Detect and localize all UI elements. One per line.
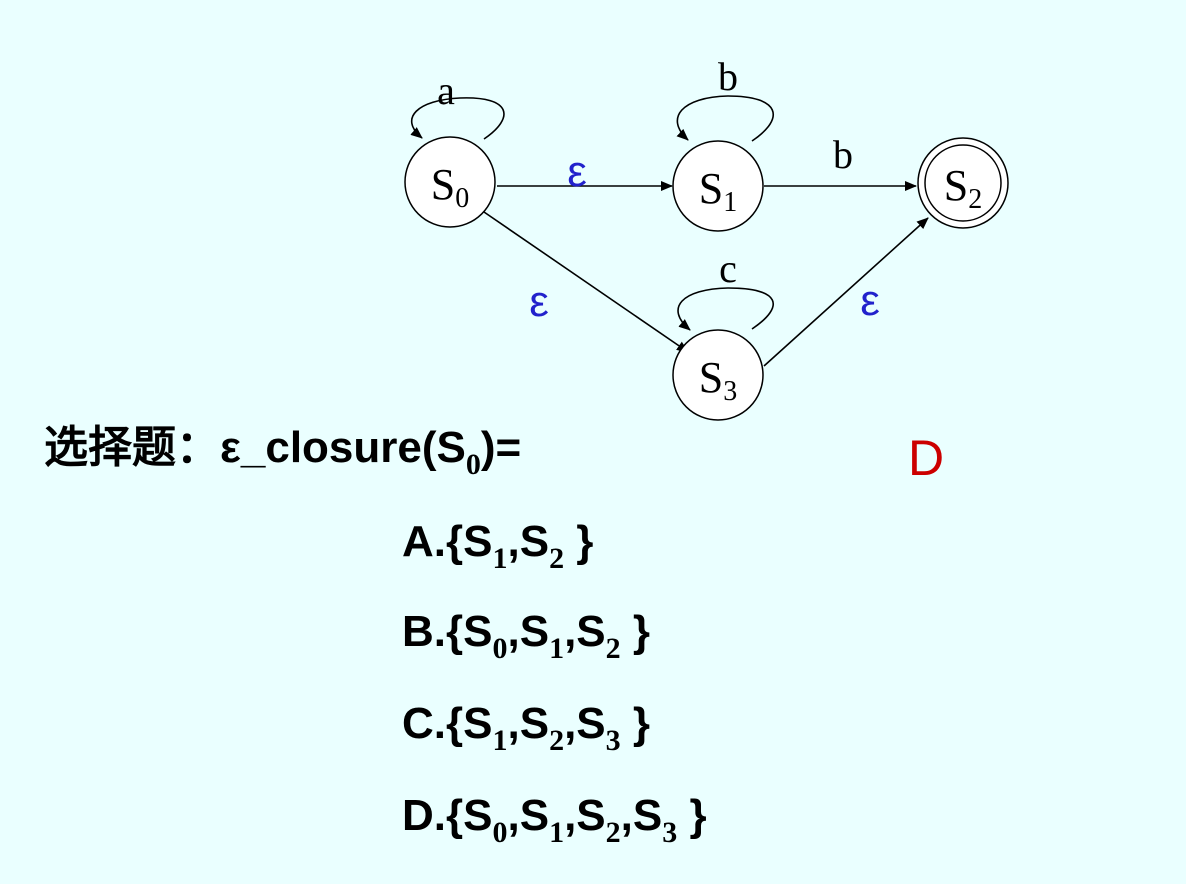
- option-subscript: 1: [549, 632, 565, 665]
- label-s1-s2: b: [833, 132, 853, 177]
- option-text: ,S: [564, 699, 606, 748]
- state-s1: S1: [672, 140, 764, 232]
- state-s0-letter: S: [431, 160, 455, 209]
- option-text: ,S: [620, 791, 663, 840]
- label-loop-s3: c: [719, 246, 737, 291]
- loop-s1: [676, 95, 774, 142]
- option-d: D.{S0,S1,S2,S3 }: [402, 788, 707, 849]
- state-s2-letter: S: [944, 161, 968, 210]
- state-s2-sub: 2: [968, 184, 982, 215]
- option-subscript: 2: [549, 542, 565, 575]
- option-b: B.{S0,S1,S2 }: [402, 604, 650, 665]
- state-s0-sub: 0: [455, 183, 469, 214]
- option-subscript: 1: [492, 724, 508, 757]
- state-s3: S3: [672, 329, 764, 421]
- option-text: ,S: [507, 517, 550, 566]
- option-text: A.{S: [402, 517, 493, 566]
- option-c: C.{S1,S2,S3 }: [402, 696, 650, 757]
- svg-text:S3: S3: [699, 353, 737, 407]
- svg-text:S2: S2: [944, 161, 982, 215]
- loop-s0: [410, 97, 505, 140]
- option-subscript: 1: [492, 542, 508, 575]
- edge-s0-s3: [483, 211, 689, 353]
- option-text: ,S: [507, 699, 550, 748]
- option-text: ,S: [564, 607, 606, 656]
- option-subscript: 2: [605, 632, 621, 665]
- option-text: C.{S: [402, 699, 493, 748]
- option-text: }: [620, 699, 650, 748]
- option-text: ,S: [564, 791, 606, 840]
- question-line: 选择题：ε_closure(S0)=: [44, 418, 521, 483]
- question-prefix: 选择题：: [44, 422, 220, 473]
- state-s1-letter: S: [699, 164, 723, 213]
- question-expr-suffix: )=: [480, 423, 522, 472]
- state-s0: S0: [404, 136, 496, 228]
- option-text: ,S: [507, 791, 550, 840]
- loop-s3: [677, 287, 774, 331]
- option-subscript: 2: [605, 816, 621, 849]
- option-subscript: 0: [492, 816, 508, 849]
- state-s1-sub: 1: [723, 187, 737, 218]
- svg-text:S1: S1: [699, 164, 737, 218]
- option-text: ,S: [507, 607, 550, 656]
- option-a: A.{S1,S2 }: [402, 514, 593, 575]
- label-loop-s0: a: [437, 68, 455, 113]
- option-subscript: 0: [492, 632, 508, 665]
- option-text: }: [620, 607, 650, 656]
- label-s0-s3: ε: [529, 277, 549, 326]
- state-s3-sub: 3: [723, 376, 737, 407]
- option-text: B.{S: [402, 607, 493, 656]
- answer-label: D: [908, 430, 945, 486]
- label-loop-s1: b: [718, 54, 738, 99]
- option-subscript: 3: [662, 816, 678, 849]
- option-text: }: [564, 517, 594, 566]
- question-expr-sub: 0: [465, 448, 481, 481]
- svg-text:S0: S0: [431, 160, 469, 214]
- state-s3-letter: S: [699, 353, 723, 402]
- option-text: }: [677, 791, 707, 840]
- option-text: D.{S: [402, 791, 493, 840]
- label-s0-s1: ε: [567, 147, 587, 196]
- option-subscript: 2: [549, 724, 565, 757]
- option-subscript: 1: [549, 816, 565, 849]
- edge-s3-s2: [763, 217, 929, 367]
- state-s2-accepting: S2: [917, 137, 1009, 229]
- question-expr: ε_closure(S: [220, 423, 466, 472]
- option-subscript: 3: [605, 724, 621, 757]
- label-s3-s2: ε: [860, 276, 880, 325]
